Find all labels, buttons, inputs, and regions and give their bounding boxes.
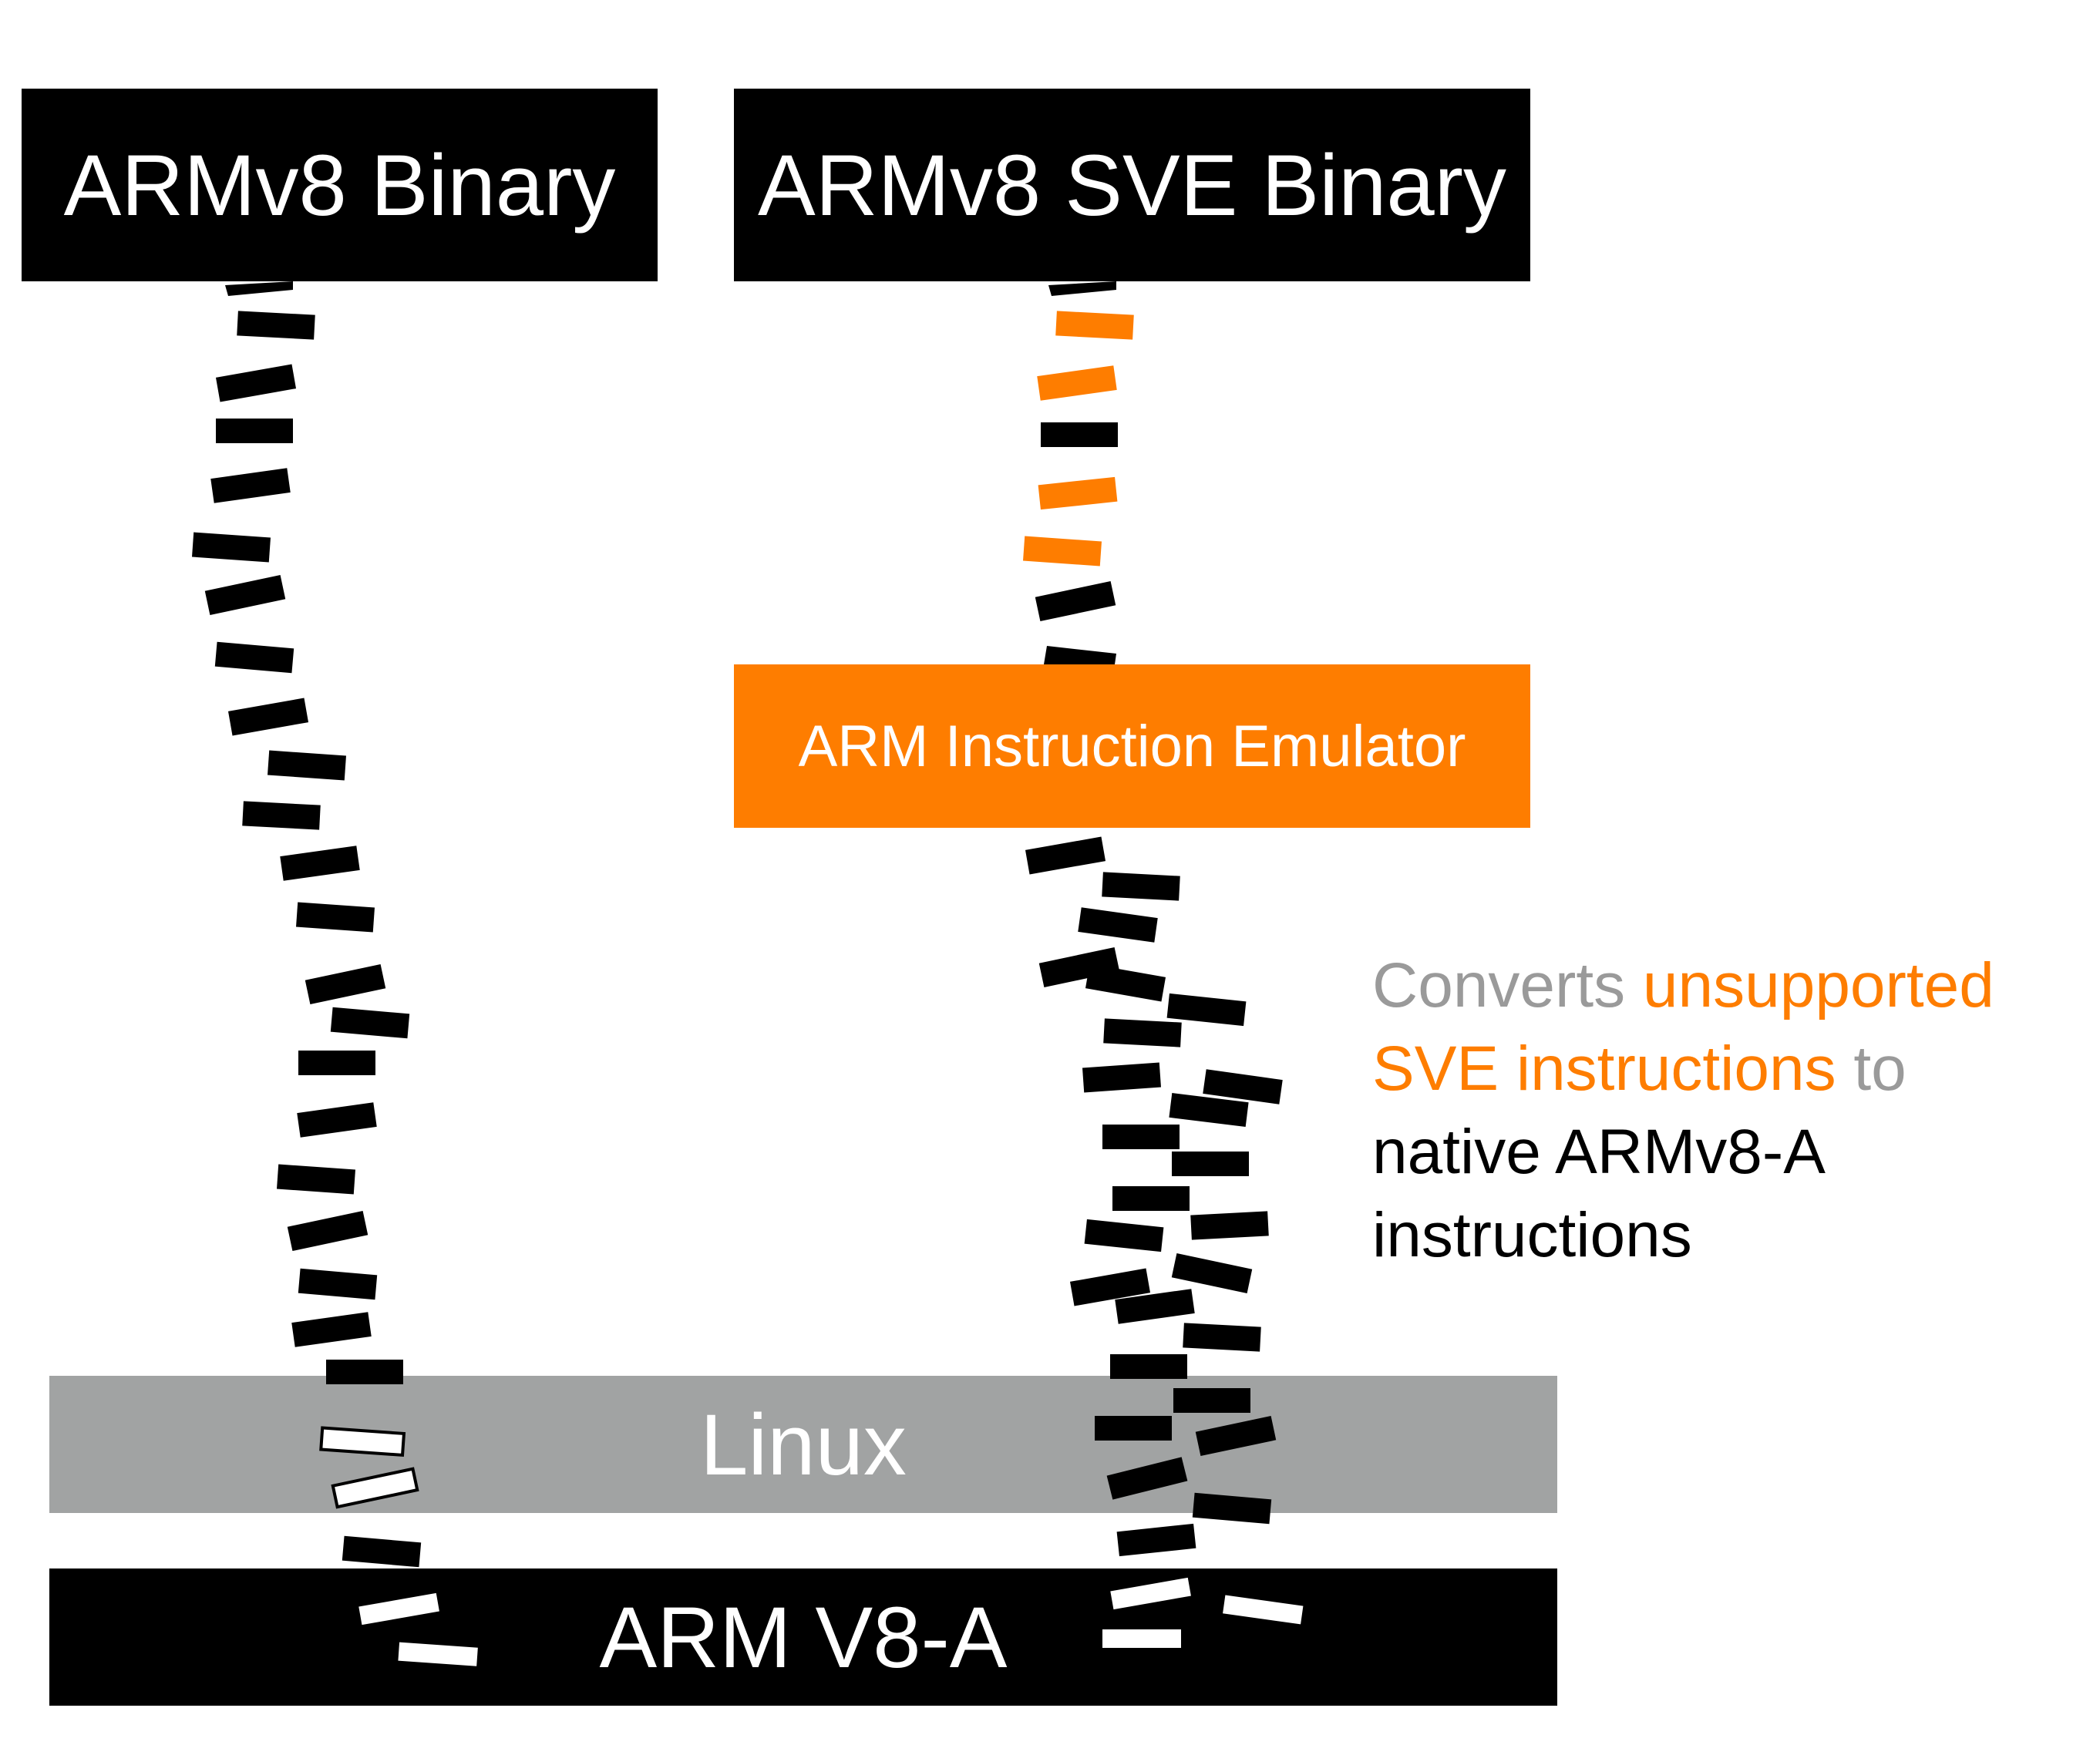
instruction-block [305,963,386,1005]
instruction-block [215,364,297,402]
instruction-block [1172,1152,1249,1176]
caption-line-2: SVE instructions to [1372,1027,1994,1111]
instruction-block [1203,1069,1283,1104]
instruction-block [1069,1268,1151,1306]
caption-line-1: Converts unsupported [1372,944,1994,1027]
instruction-block [214,641,294,674]
instruction-block [287,1210,369,1252]
instruction-block [1166,993,1247,1027]
arm-v8a-layer: ARM V8-A [49,1568,1557,1706]
arm-v8a-label: ARM V8-A [599,1589,1008,1686]
instruction-block [296,902,375,933]
stream-end-wedge [1044,646,1116,664]
instruction-block [268,750,346,781]
armv8-sve-binary-box: ARMv8 SVE Binary [734,89,1530,281]
instruction-block [1023,536,1102,567]
instruction-block [1183,1323,1261,1352]
instruction-block [1112,1186,1190,1211]
armv8-sve-binary-label: ARMv8 SVE Binary [758,136,1506,234]
emulated-instruction-stream [1025,836,1307,1651]
instruction-block [330,1007,410,1039]
instruction-block [242,801,321,830]
stream-start-wedge [225,281,293,296]
instruction-block [291,1312,372,1347]
instruction-block [1082,1062,1161,1093]
armv8-binary-label: ARMv8 Binary [63,136,616,234]
instruction-block [1115,1289,1195,1324]
instruction-block [297,1102,377,1138]
instruction-block [298,1051,375,1075]
instruction-block [1085,963,1166,1002]
linux-label: Linux [700,1396,907,1493]
instruction-block [192,532,271,563]
instruction-block [1055,311,1134,340]
instruction-block [1038,946,1120,988]
instruction-block [1035,580,1116,622]
instruction-block [1041,422,1118,447]
armv8-binary-box: ARMv8 Binary [22,89,658,281]
caption-to: to [1836,1034,1906,1104]
caption-converts: Converts [1372,950,1643,1020]
instruction-block [237,311,315,340]
instruction-block [342,1535,422,1568]
instruction-block [1169,1093,1249,1127]
instruction-block [1038,476,1118,510]
caption-unsupported: unsupported [1642,950,1994,1020]
instruction-block [277,1164,355,1195]
instruction-block [1078,907,1158,943]
instruction-block [1102,872,1180,901]
instruction-block [1116,1523,1196,1557]
caption-sve-instructions: SVE instructions [1372,1034,1836,1104]
caption-instructions: instructions [1372,1200,1692,1270]
instruction-block [210,468,291,503]
instruction-block [204,574,286,616]
stream-start-wedge [1048,281,1116,296]
sve-instruction-stream [1023,281,1134,664]
instruction-block [1171,1252,1253,1294]
arm-instruction-emulator-label: ARM Instruction Emulator [798,713,1466,779]
instruction-block [227,698,309,736]
instruction-block [1084,1219,1164,1252]
instruction-block [298,1268,378,1300]
instruction-block [280,846,360,881]
instruction-block [1025,836,1106,875]
caption-native-armv8a: native ARMv8-A [1372,1117,1826,1187]
instruction-block [1190,1211,1269,1240]
instruction-block [1037,365,1117,401]
arm-instruction-emulator-box: ARM Instruction Emulator [734,664,1530,828]
instruction-block [216,419,293,443]
instruction-block [1103,1018,1182,1047]
instruction-block [1102,1125,1180,1149]
emulator-caption: Converts unsupported SVE instructions to… [1372,944,1994,1277]
linux-layer: Linux [49,1376,1557,1513]
